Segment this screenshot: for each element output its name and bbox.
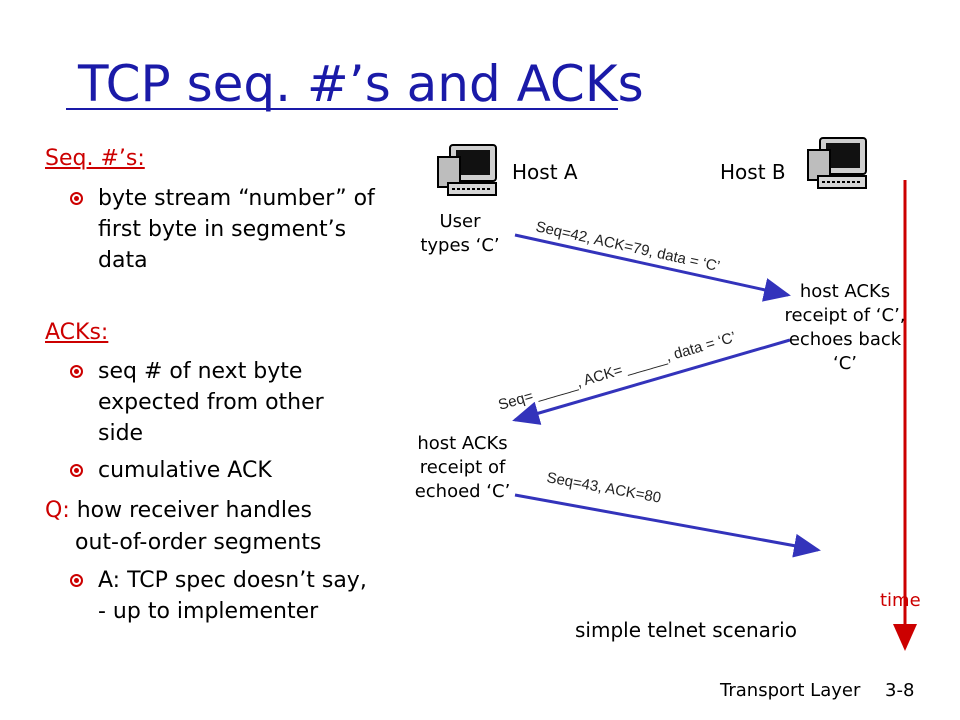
title-underline <box>66 108 618 110</box>
ack-bullet-1: seq # of next byte expected from other s… <box>70 356 368 449</box>
question-line-1: Q: how receiver handles <box>45 495 375 526</box>
host-a-label: Host A <box>512 160 578 184</box>
computer-icon <box>437 144 497 196</box>
bullet-icon <box>70 365 83 378</box>
ack-bullet-2-text: cumulative ACK <box>98 458 272 483</box>
arrow-seq42 <box>514 233 791 302</box>
page-title: TCP seq. #’s and ACKs <box>78 55 644 113</box>
ack-bullet-1-text: seq # of next byte expected from other s… <box>98 359 324 446</box>
seq-header: Seq. #’s: <box>45 146 145 171</box>
ack-bullet-2: cumulative ACK <box>70 455 388 486</box>
msg3-label: Seq=43, ACK=80 <box>545 469 662 506</box>
host-b-note: host ACKs receipt of ‘C’, echoes back ‘C… <box>784 281 906 374</box>
answer-bullet: A: TCP spec doesn’t say, - up to impleme… <box>70 565 368 627</box>
footer-chapter: Transport Layer <box>720 680 861 701</box>
arrow-seq43 <box>514 493 821 558</box>
host-a-note: host ACKs receipt of echoed ‘C’ <box>414 433 511 502</box>
computer-icon <box>807 137 867 189</box>
diagram-caption: simple telnet scenario <box>575 618 797 642</box>
question-line-2: out-of-order segments <box>75 530 322 555</box>
msg2-label: Seq= _____, ACK= _____, data = ‘C’ <box>496 329 737 414</box>
question-text: how receiver handles <box>69 498 312 523</box>
bullet-icon <box>70 574 83 587</box>
question-label: Q: <box>45 498 70 523</box>
ack-header: ACKs: <box>45 320 109 345</box>
time-label: time <box>880 590 921 611</box>
seq-bullet: byte stream “number” of first byte in se… <box>70 183 388 276</box>
user-types-note: User types ‘C’ <box>420 211 500 256</box>
bullet-icon <box>70 192 83 205</box>
answer-text: A: TCP spec doesn’t say, - up to impleme… <box>98 568 367 624</box>
seq-bullet-text: byte stream “number” of first byte in se… <box>98 186 375 273</box>
arrow-echo <box>512 338 791 425</box>
host-b-label: Host B <box>720 160 786 184</box>
bullet-icon <box>70 464 83 477</box>
footer-page: 3-8 <box>885 680 915 701</box>
